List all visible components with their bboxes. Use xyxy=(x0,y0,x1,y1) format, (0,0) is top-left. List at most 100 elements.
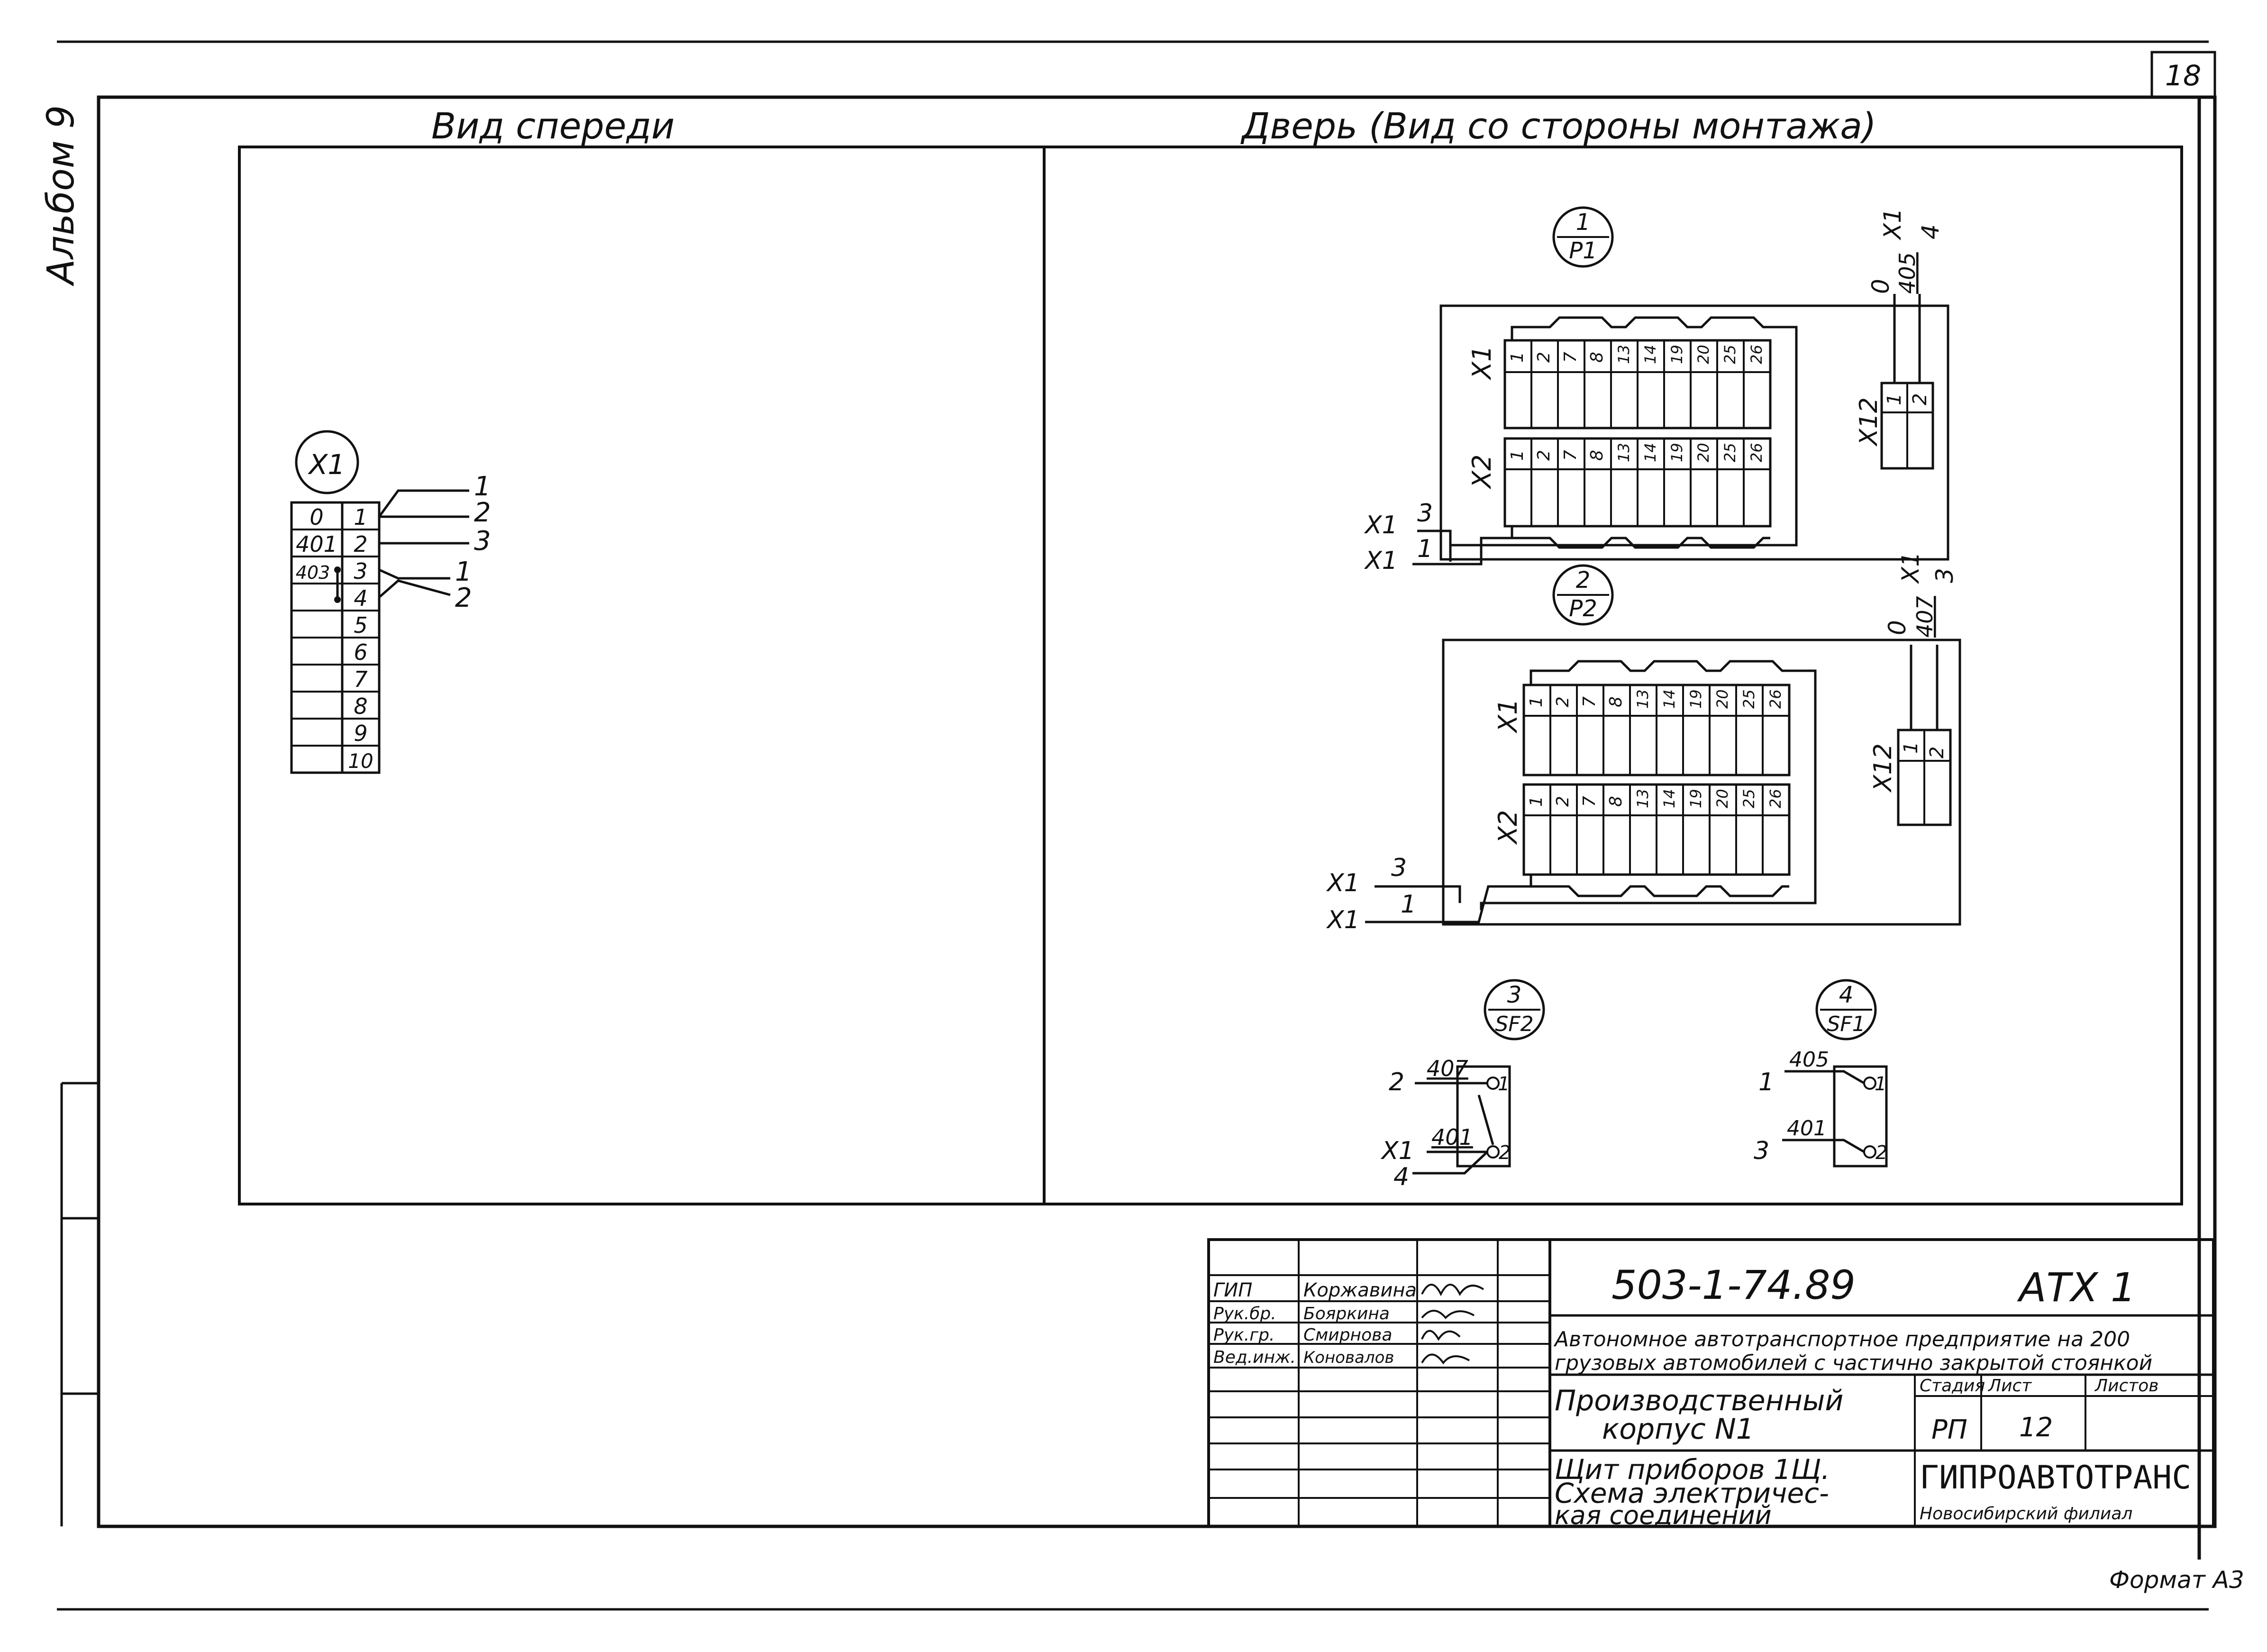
x1-lead-label: 2 xyxy=(455,583,472,613)
device-p1-conn-label: 4 xyxy=(1917,224,1944,239)
device-p1-conn-label: 405 xyxy=(1894,252,1920,294)
device-p1-circle xyxy=(1552,206,1614,268)
drawing-name-line3: кая соединений xyxy=(1555,1500,1772,1530)
project-name-line2: грузовых автомобилей с частично закрытой… xyxy=(1555,1351,2152,1375)
device-p1-x2-cell: 26 xyxy=(1748,443,1766,462)
device-p1-x1-cell: 13 xyxy=(1615,345,1633,364)
signer-name: Коновалов xyxy=(1303,1348,1394,1367)
x1-row-number: 3 xyxy=(354,558,367,584)
x1-lead-label: 1 xyxy=(455,557,472,587)
device-p1-strip2-label: X2 xyxy=(1467,455,1497,490)
device-p2-x2-cell: 7 xyxy=(1580,796,1599,807)
sheet-header: Лист xyxy=(1987,1376,2032,1396)
device-p1-x2-cell: 13 xyxy=(1615,443,1633,462)
device-p1-ext-prefix: X1 xyxy=(1364,547,1398,575)
view-door-title: Дверь (Вид со стороны монтажа) xyxy=(1240,105,1876,147)
device-p2-conn-tag: X12 xyxy=(1869,743,1897,793)
device-p2-x1-cell: 25 xyxy=(1740,689,1758,709)
x1-row-number: 10 xyxy=(348,749,373,773)
device-p2-circle xyxy=(1552,564,1614,626)
x1-terminal-block: X1 0 401 403 1 2 3 4 5 6 7 8 9 10 xyxy=(290,430,491,774)
device-p2-x2-cell: 1 xyxy=(1527,796,1546,807)
device-p2-strip1-label: X1 xyxy=(1493,699,1523,734)
device-p2-ext-num: 1 xyxy=(1401,890,1416,919)
device-p1-x1-cell: 20 xyxy=(1694,345,1712,364)
device-p1-x2-cell: 1 xyxy=(1508,450,1527,461)
sf1-pin: 2 xyxy=(1876,1142,1887,1164)
device-p1-x1-cell: 19 xyxy=(1668,345,1686,364)
device-p2-ext-prefix: X1 xyxy=(1326,869,1360,897)
device-p2-x1-cell: 14 xyxy=(1660,689,1678,709)
device-p1-x1-cell: 2 xyxy=(1534,352,1554,363)
x1-lead-label: 1 xyxy=(474,471,491,502)
device-p2-ext-num: 3 xyxy=(1391,854,1407,882)
device-p2-x2-cell: 25 xyxy=(1740,789,1758,808)
stage-value: РП xyxy=(1931,1415,1967,1445)
document-code: 503-1-74.89 xyxy=(1611,1262,1856,1308)
sheet-number: 18 xyxy=(2165,59,2201,92)
x1-row-number: 6 xyxy=(354,639,367,665)
device-p1-x2-cell: 8 xyxy=(1587,450,1607,461)
signer-name: Бояркина xyxy=(1303,1304,1390,1323)
device-p1: 1 P1 X1 1 2 7 8 13 14 19 20 25 26 X2 xyxy=(1364,206,1949,575)
x1-row-number: 1 xyxy=(354,504,367,530)
sf1-lead: 3 xyxy=(1754,1137,1769,1165)
format-label: Формат А3 xyxy=(2109,1566,2244,1594)
device-p2-conn-cell: 1 xyxy=(1900,742,1922,754)
sf2-circle xyxy=(1484,979,1545,1040)
device-p1-conn-cell: 2 xyxy=(1909,393,1931,405)
stage-header: Стадия xyxy=(1920,1376,1985,1396)
sheet-value: 12 xyxy=(2019,1412,2053,1443)
sf2-code: SF2 xyxy=(1495,1012,1533,1036)
device-p2-conn-label: X1 xyxy=(1897,552,1924,584)
device-p1-conn-label: 0 xyxy=(1867,279,1894,294)
device-p1-conn-tag: X12 xyxy=(1855,397,1883,447)
organization-branch: Новосибирский филиал xyxy=(1920,1504,2132,1524)
device-p2-x1-cell: 19 xyxy=(1687,689,1705,709)
device-p1-x1-cell: 1 xyxy=(1508,352,1527,363)
device-p2-x2-cell: 2 xyxy=(1553,796,1573,807)
x1-row-wire: 403 xyxy=(296,562,330,583)
device-p2-x1-cell: 7 xyxy=(1580,696,1599,707)
sf1-circle xyxy=(1815,979,1877,1040)
signer-role: Рук.бр. xyxy=(1213,1304,1276,1323)
device-p2-x2-cell: 13 xyxy=(1634,789,1652,808)
switch-sf2: 3 SF2 1 2 407 2 401 X1 4 xyxy=(1380,979,1545,1191)
door-view-panel xyxy=(1043,146,2183,1205)
project-name-line1: Автономное автотранспортное предприятие … xyxy=(1553,1327,2130,1351)
device-p1-x2-cell: 20 xyxy=(1694,443,1712,462)
device-p1-conn-cell: 1 xyxy=(1884,393,1905,405)
device-p2-strip2-label: X2 xyxy=(1493,810,1523,845)
drawing-name-line1: Щит приборов 1Щ. xyxy=(1555,1453,1830,1486)
sf1-pin: 1 xyxy=(1875,1073,1886,1095)
sf2-lead: 4 xyxy=(1393,1163,1409,1191)
device-p1-x1-cell: 7 xyxy=(1561,352,1580,363)
sf2-wire: 407 xyxy=(1427,1056,1468,1081)
sf1-wire: 401 xyxy=(1787,1116,1827,1141)
device-p1-x2-cell: 25 xyxy=(1721,443,1739,462)
x1-lead-label: 2 xyxy=(474,497,491,528)
x1-row-number: 4 xyxy=(354,585,367,611)
x1-row-number: 2 xyxy=(354,531,367,557)
drawing-frame xyxy=(97,95,2217,1528)
device-p2-conn-label: 3 xyxy=(1931,568,1958,583)
device-p1-ext-num: 1 xyxy=(1417,535,1433,563)
device-p1-x1-cell: 8 xyxy=(1587,352,1607,363)
device-p2-body xyxy=(1442,639,1961,926)
signer-role: Рук.гр. xyxy=(1213,1325,1275,1345)
device-p2-conn-label: 0 xyxy=(1884,620,1911,635)
device-p2-x1-cell: 20 xyxy=(1713,689,1731,709)
signer-role: Вед.инж. xyxy=(1213,1348,1296,1367)
x1-row-wire: 401 xyxy=(296,531,337,557)
sf2-pin: 1 xyxy=(1498,1073,1510,1095)
x1-lead-label: 3 xyxy=(474,526,491,557)
x1-row-number: 7 xyxy=(354,666,367,692)
device-p1-x1-cell: 26 xyxy=(1748,345,1766,364)
device-p2-x2-cell: 8 xyxy=(1606,796,1626,807)
sf1-lead: 1 xyxy=(1758,1068,1774,1096)
album-label: Альбом 9 xyxy=(40,105,82,287)
device-p1-strip1-label: X1 xyxy=(1467,346,1497,381)
device-p2-x2-cell: 26 xyxy=(1766,789,1784,808)
view-front-title: Вид спереди xyxy=(431,105,674,147)
